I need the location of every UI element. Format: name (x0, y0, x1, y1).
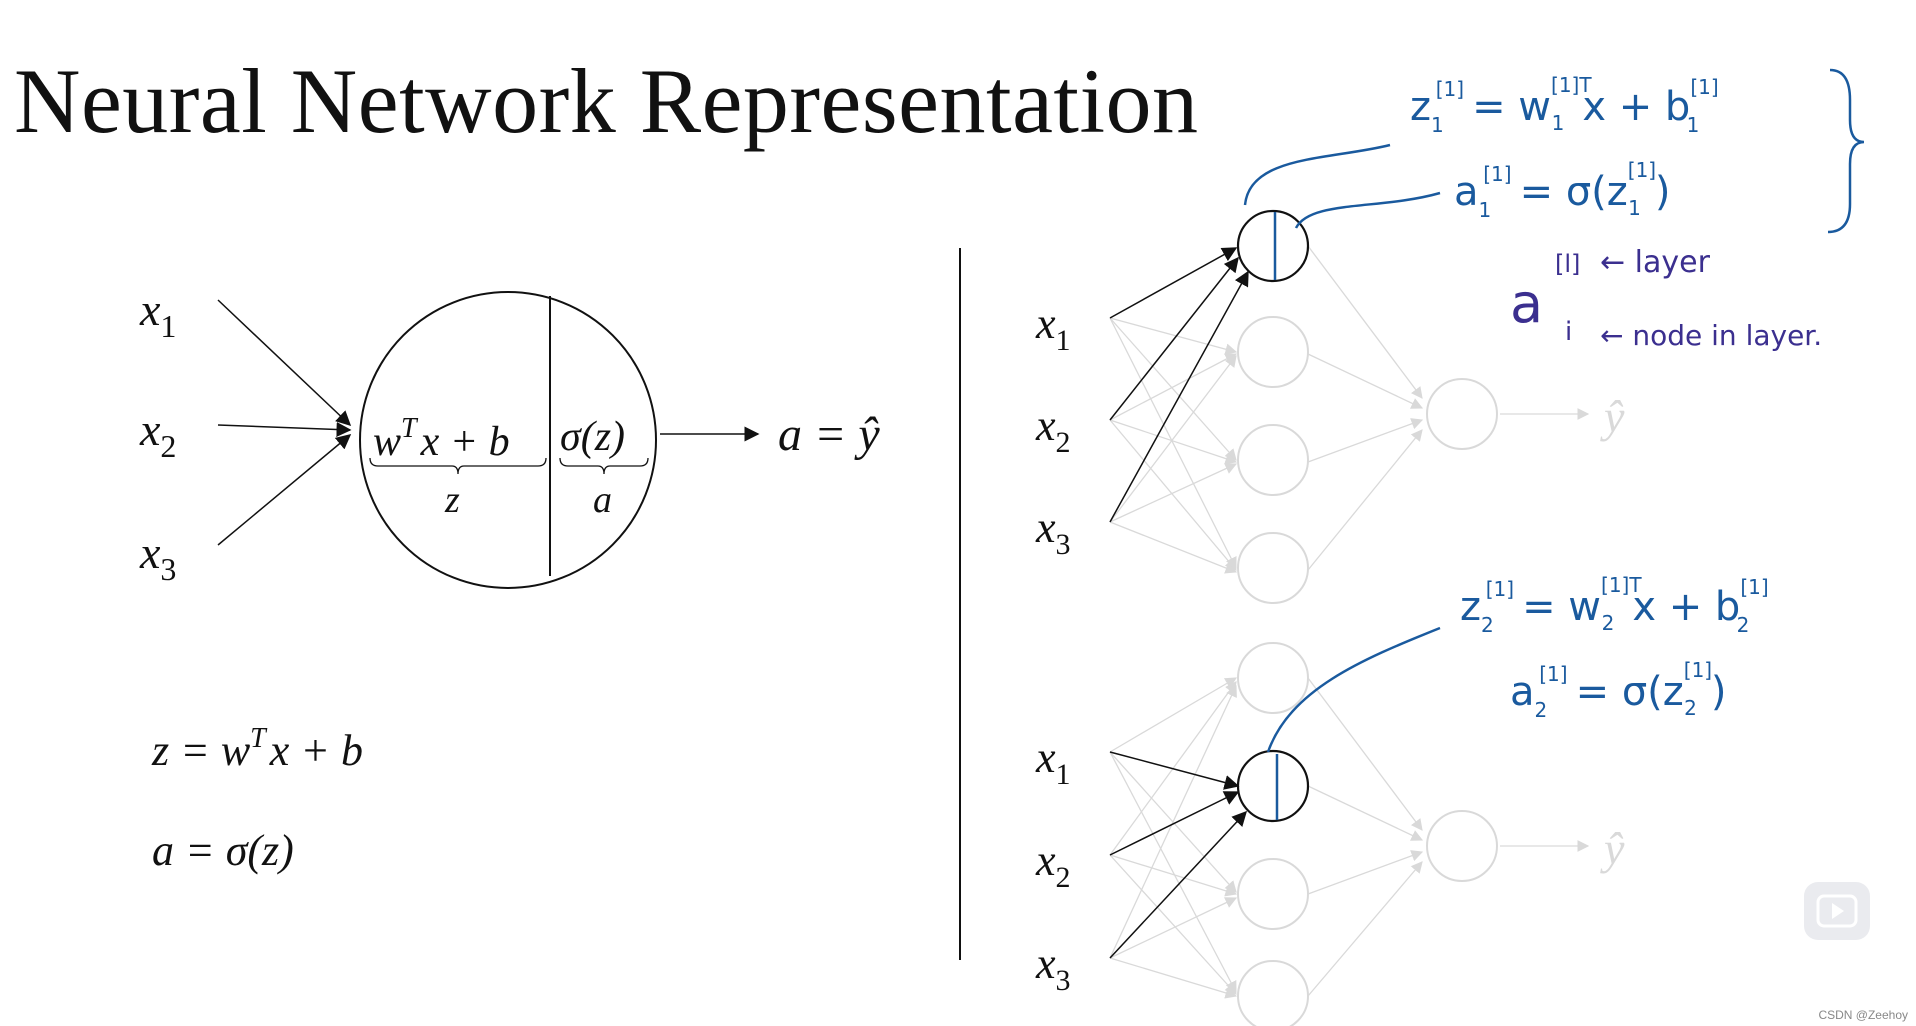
bottom-input-x1: x1 (1035, 733, 1071, 791)
watermark: CSDN @Zeehoy (1818, 1008, 1908, 1022)
input-x2: x2 (139, 404, 176, 464)
edge-x3-node1 (1109, 270, 1249, 523)
b-edge-x2-node2 (1109, 791, 1240, 856)
b-edge-x1-node2 (1109, 751, 1240, 790)
b-hidden-node-2 (1236, 749, 1310, 823)
top-input-x2: x2 (1035, 401, 1071, 459)
edge-x1-neuron (217, 299, 352, 427)
b-edge-x3-node2 (1109, 810, 1248, 959)
b-output-node (1426, 810, 1498, 882)
b-hidden-node-4 (1237, 960, 1309, 1026)
linear-expression: wTx + b (373, 413, 510, 465)
faded-edges-bottom (1109, 677, 1590, 999)
equation-a: a = σ(z) (152, 826, 294, 875)
hidden-node-1 (1236, 209, 1310, 283)
note-ai-sub: i (1565, 317, 1572, 347)
edge-x2-neuron (217, 421, 352, 437)
page-title: Neural Network Representation (14, 50, 1199, 152)
note-a2-equation: a2[1]= σ(z[1]2) (1510, 658, 1726, 722)
activation-under-label: a (593, 479, 612, 521)
hidden-node-2 (1237, 316, 1309, 388)
top-input-x3: x3 (1035, 503, 1071, 561)
activation-expression: σ(z) (560, 414, 625, 460)
play-icon (1816, 894, 1858, 928)
linear-under-label: z (444, 479, 460, 521)
input-x3: x3 (139, 527, 176, 587)
network-top: ŷ x1 x2 x3 (1035, 209, 1625, 604)
top-input-x1: x1 (1035, 299, 1071, 357)
output-node (1426, 378, 1498, 450)
output-yhat-faded: ŷ (1600, 391, 1625, 442)
neuron-circle (359, 291, 657, 589)
equation-z: z = wTx + b (151, 723, 363, 775)
bottom-input-x3: x3 (1035, 939, 1071, 997)
note-ai-node: ← node in layer. (1600, 319, 1822, 352)
note-arrow-z2 (1266, 626, 1441, 753)
single-neuron-diagram: x1 x2 x3 wTx + b z σ(z) a a = ŷ (139, 284, 880, 589)
hidden-node-3 (1237, 424, 1309, 496)
hidden-node-4 (1237, 532, 1309, 604)
note-ai-sup: [l] (1555, 250, 1580, 278)
note-brace (1827, 68, 1865, 234)
network-bottom: ŷ x1 x2 x3 (1035, 642, 1625, 1026)
edge-x1-node1 (1109, 247, 1238, 319)
activation-brace (559, 457, 649, 475)
output-label: a = ŷ (778, 408, 880, 461)
note-arrow-z1 (1243, 143, 1391, 206)
input-x1: x1 (139, 284, 176, 344)
edge-x3-neuron (217, 434, 352, 546)
edge-x2-node1 (1109, 256, 1239, 421)
linear-brace (369, 457, 547, 475)
note-arrow-a1 (1294, 191, 1441, 229)
note-a1-equation: a1[1]= σ(z[1]1) (1454, 158, 1670, 222)
note-ai-layer: ← layer (1600, 245, 1711, 280)
faded-edges-top (1109, 245, 1590, 574)
note-ai-symbol: a (1510, 272, 1543, 335)
b-output-yhat-faded: ŷ (1600, 823, 1625, 874)
b-hidden-node-1 (1237, 642, 1309, 714)
play-button[interactable] (1804, 882, 1870, 940)
b-hidden-node-3 (1237, 858, 1309, 930)
equations-block: z = wTx + b a = σ(z) (151, 723, 363, 875)
bottom-input-x2: x2 (1035, 836, 1071, 894)
